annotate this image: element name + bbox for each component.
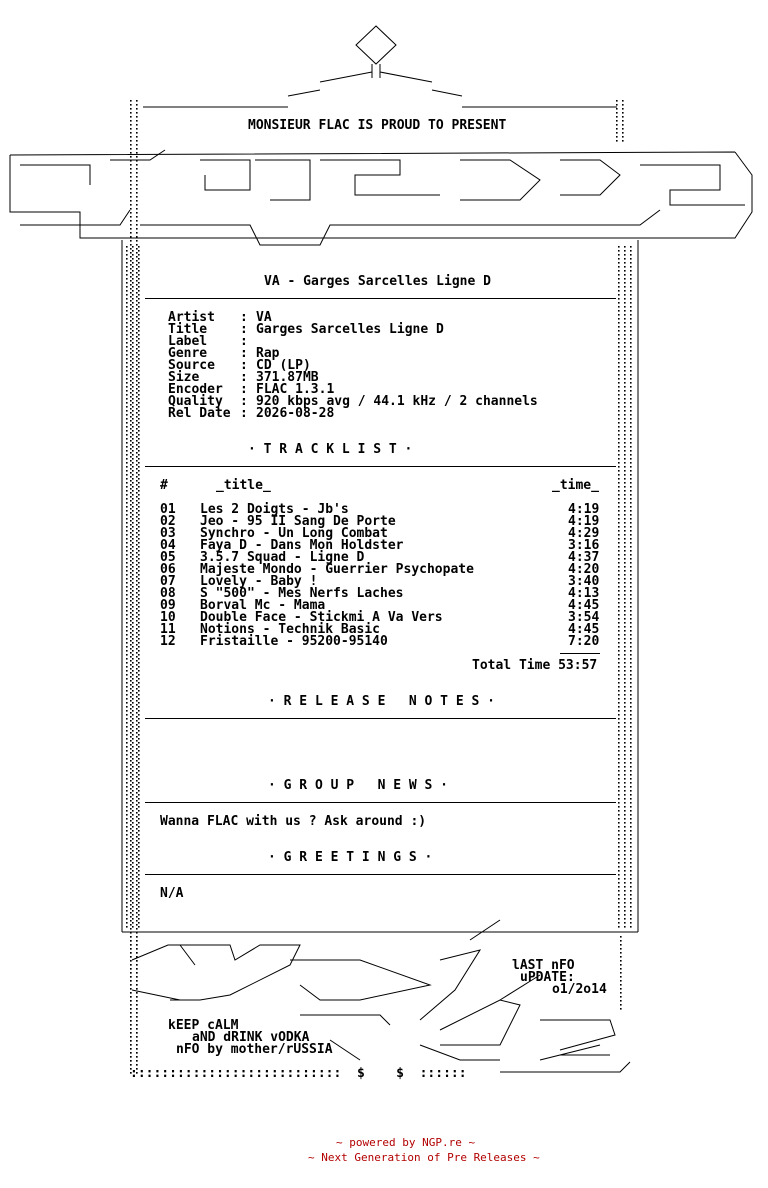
- section-tracklist: · T R A C K L I S T ·: [248, 442, 413, 457]
- divider-group-news: [145, 802, 616, 803]
- track-time: 4:29: [568, 526, 600, 541]
- powered-by-text: ~ powered by NGP.re ~: [336, 1136, 476, 1149]
- release-field-value: CD (LP): [256, 358, 311, 373]
- header-intro: MONSIEUR FLAC IS PROUD TO PRESENT: [248, 118, 507, 133]
- release-field-colon: :: [240, 394, 248, 409]
- release-title: VA - Garges Sarcelles Ligne D: [264, 274, 491, 289]
- release-field-value: Garges Sarcelles Ligne D: [256, 322, 444, 337]
- release-field-value: VA: [256, 310, 272, 325]
- release-field-colon: :: [240, 370, 248, 385]
- track-time: 4:20: [568, 562, 600, 577]
- divider-top: [145, 298, 616, 299]
- track-number: 08: [160, 586, 176, 601]
- track-title: 3.5.7 Squad - Ligne D: [200, 550, 365, 565]
- track-title: S "500" - Mes Nerfs Laches: [200, 586, 404, 601]
- release-field-colon: :: [240, 406, 248, 421]
- section-group-news: · G R O U P N E W S ·: [268, 778, 449, 793]
- release-field-value: 920 kbps avg / 44.1 kHz / 2 channels: [256, 394, 538, 409]
- footer-drink: aND dRINK vODKA: [192, 1030, 310, 1045]
- release-field-key: Encoder: [168, 382, 231, 397]
- release-field-key: Artist: [168, 310, 231, 325]
- ascii-frame-art: [9, 25, 753, 1074]
- release-field-key: Genre: [168, 346, 231, 361]
- track-number: 09: [160, 598, 176, 613]
- track-title: Synchro - Un Long Combat: [200, 526, 388, 541]
- track-number: 02: [160, 514, 176, 529]
- divider-release-notes: [145, 718, 616, 719]
- track-title: Majeste Mondo - Guerrier Psychopate: [200, 562, 474, 577]
- release-field-key: Source: [168, 358, 231, 373]
- track-header-num: #: [160, 478, 168, 493]
- track-number: 06: [160, 562, 176, 577]
- track-time: 3:16: [568, 538, 600, 553]
- track-number: 12: [160, 634, 176, 649]
- track-title: Notions - Technik Basic: [200, 622, 381, 637]
- group-news-text: Wanna FLAC with us ? Ask around :): [160, 814, 427, 829]
- footer-update: uPDATE:: [520, 970, 575, 985]
- track-number: 11: [160, 622, 176, 637]
- footer-nfo-by: nFO by mother/rUSSIA: [176, 1042, 333, 1057]
- release-field-key: Rel Date: [168, 406, 231, 421]
- next-generation-text: ~ Next Generation of Pre Releases ~: [308, 1151, 540, 1164]
- total-time: Total Time 53:57: [472, 658, 598, 673]
- release-field-colon: :: [240, 382, 248, 397]
- release-field-colon: :: [240, 346, 248, 361]
- track-time: 4:19: [568, 502, 600, 517]
- track-title: Borval Mc - Mama: [200, 598, 326, 613]
- footer-last-nfo: lAST nFO: [512, 958, 575, 973]
- release-field-value: 371.87MB: [256, 370, 319, 385]
- release-field-colon: :: [240, 322, 248, 337]
- track-number: 05: [160, 550, 176, 565]
- track-number: 07: [160, 574, 176, 589]
- track-number: 04: [160, 538, 176, 553]
- release-field-key: Quality: [168, 394, 231, 409]
- track-title: Les 2 Doigts - Jb's: [200, 502, 349, 517]
- release-field-value: Rap: [256, 346, 280, 361]
- section-release-notes: · R E L E A S E N O T E S ·: [268, 694, 495, 709]
- release-field-key: Size: [168, 370, 231, 385]
- release-field-colon: :: [240, 310, 248, 325]
- release-field-colon: :: [240, 358, 248, 373]
- track-time: 3:54: [568, 610, 600, 625]
- track-title: Faya D - Dans Mon Holdster: [200, 538, 404, 553]
- divider-greetings: [145, 874, 616, 875]
- track-number: 01: [160, 502, 176, 517]
- track-time: 7:20: [568, 634, 600, 649]
- track-title: Double Face - Stickmi A Va Vers: [200, 610, 443, 625]
- track-time: 4:45: [568, 598, 600, 613]
- track-number: 10: [160, 610, 176, 625]
- release-field-colon: :: [240, 334, 248, 349]
- track-time: 4:37: [568, 550, 600, 565]
- track-time: 4:45: [568, 622, 600, 637]
- track-time: 3:40: [568, 574, 600, 589]
- divider-tracklist: [145, 466, 616, 467]
- total-rule: [560, 653, 600, 654]
- greetings-text: N/A: [160, 886, 184, 901]
- track-title: Jeo - 95 II Sang De Porte: [200, 514, 396, 529]
- footer-keep-calm: kEEP cALM: [168, 1018, 239, 1033]
- section-greetings: · G R E E T I N G S ·: [268, 850, 433, 865]
- track-time: 4:19: [568, 514, 600, 529]
- track-number: 03: [160, 526, 176, 541]
- track-header-title: _title_: [216, 478, 271, 493]
- left-outer-dots: [128, 100, 142, 140]
- release-field-value: 2026-08-28: [256, 406, 335, 421]
- release-field-value: FLAC 1.3.1: [256, 382, 335, 397]
- track-time: 4:13: [568, 586, 600, 601]
- track-title: Lovely - Baby !: [200, 574, 318, 589]
- footer-bottom-line: ::::::::::::::::::::::::::: $ $ ::::::: [130, 1066, 467, 1081]
- track-header-time: _time_: [552, 478, 599, 493]
- footer-update-date: o1/2o14: [552, 982, 607, 997]
- release-field-key: Label: [168, 334, 231, 349]
- track-title: Fristaille - 95200-95140: [200, 634, 388, 649]
- release-field-key: Title: [168, 322, 231, 337]
